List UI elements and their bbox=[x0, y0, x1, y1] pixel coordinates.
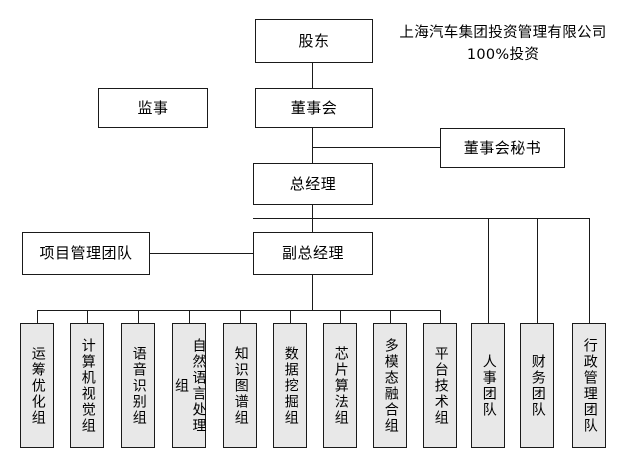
node-supervisor[interactable]: 监事 bbox=[98, 88, 208, 128]
connector-shareholder-to-board bbox=[312, 63, 314, 88]
node-support-team-0[interactable]: 人事团队 bbox=[471, 323, 505, 448]
connector-support-finance bbox=[537, 218, 539, 323]
node-department-5[interactable]: 数据挖掘组 bbox=[273, 323, 307, 448]
node-department-8[interactable]: 平台技术组 bbox=[423, 323, 457, 448]
connector-dept-3 bbox=[138, 310, 140, 323]
node-deputy-general-manager[interactable]: 副总经理 bbox=[253, 232, 373, 275]
connector-dgm-to-dept-bus bbox=[312, 275, 314, 311]
investment-note: 上海汽车集团投资管理有限公司 100%投资 bbox=[383, 22, 623, 67]
node-board-secretary[interactable]: 董事会秘书 bbox=[440, 128, 565, 168]
connector-dept-5 bbox=[240, 310, 242, 323]
node-department-7[interactable]: 多模态融合组 bbox=[373, 323, 407, 448]
department-bus bbox=[37, 310, 441, 312]
node-support-team-1[interactable]: 财务团队 bbox=[520, 323, 554, 448]
connector-support-admin bbox=[589, 218, 591, 323]
connector-board-to-gm bbox=[312, 128, 314, 163]
connector-support-hr bbox=[488, 218, 490, 323]
node-department-2[interactable]: 语音识别组 bbox=[121, 323, 155, 448]
support-bus bbox=[253, 218, 590, 220]
node-department-1[interactable]: 计算机视觉组 bbox=[70, 323, 104, 448]
investment-note-line2: 100%投资 bbox=[466, 47, 540, 64]
connector-dept-9 bbox=[440, 310, 442, 323]
node-general-manager[interactable]: 总经理 bbox=[253, 163, 373, 205]
connector-dept-7 bbox=[340, 310, 342, 323]
connector-dept-2 bbox=[87, 310, 89, 323]
node-department-6[interactable]: 芯片算法组 bbox=[323, 323, 357, 448]
node-department-0[interactable]: 运筹优化组 bbox=[20, 323, 54, 448]
node-department-4[interactable]: 知识图谱组 bbox=[223, 323, 257, 448]
node-project-management-team[interactable]: 项目管理团队 bbox=[22, 232, 150, 275]
connector-project-team bbox=[150, 253, 253, 255]
node-department-3[interactable]: 自然语言处理组 bbox=[172, 323, 207, 448]
node-shareholder[interactable]: 股东 bbox=[255, 19, 373, 63]
connector-dept-6 bbox=[290, 310, 292, 323]
node-board[interactable]: 董事会 bbox=[255, 88, 373, 128]
connector-dept-4 bbox=[189, 310, 191, 323]
connector-dept-8 bbox=[390, 310, 392, 323]
connector-dept-1 bbox=[37, 310, 39, 323]
connector-board-secretary bbox=[312, 147, 440, 149]
investment-note-line1: 上海汽车集团投资管理有限公司 bbox=[399, 25, 607, 41]
node-support-team-2[interactable]: 行政管理团队 bbox=[572, 323, 606, 448]
